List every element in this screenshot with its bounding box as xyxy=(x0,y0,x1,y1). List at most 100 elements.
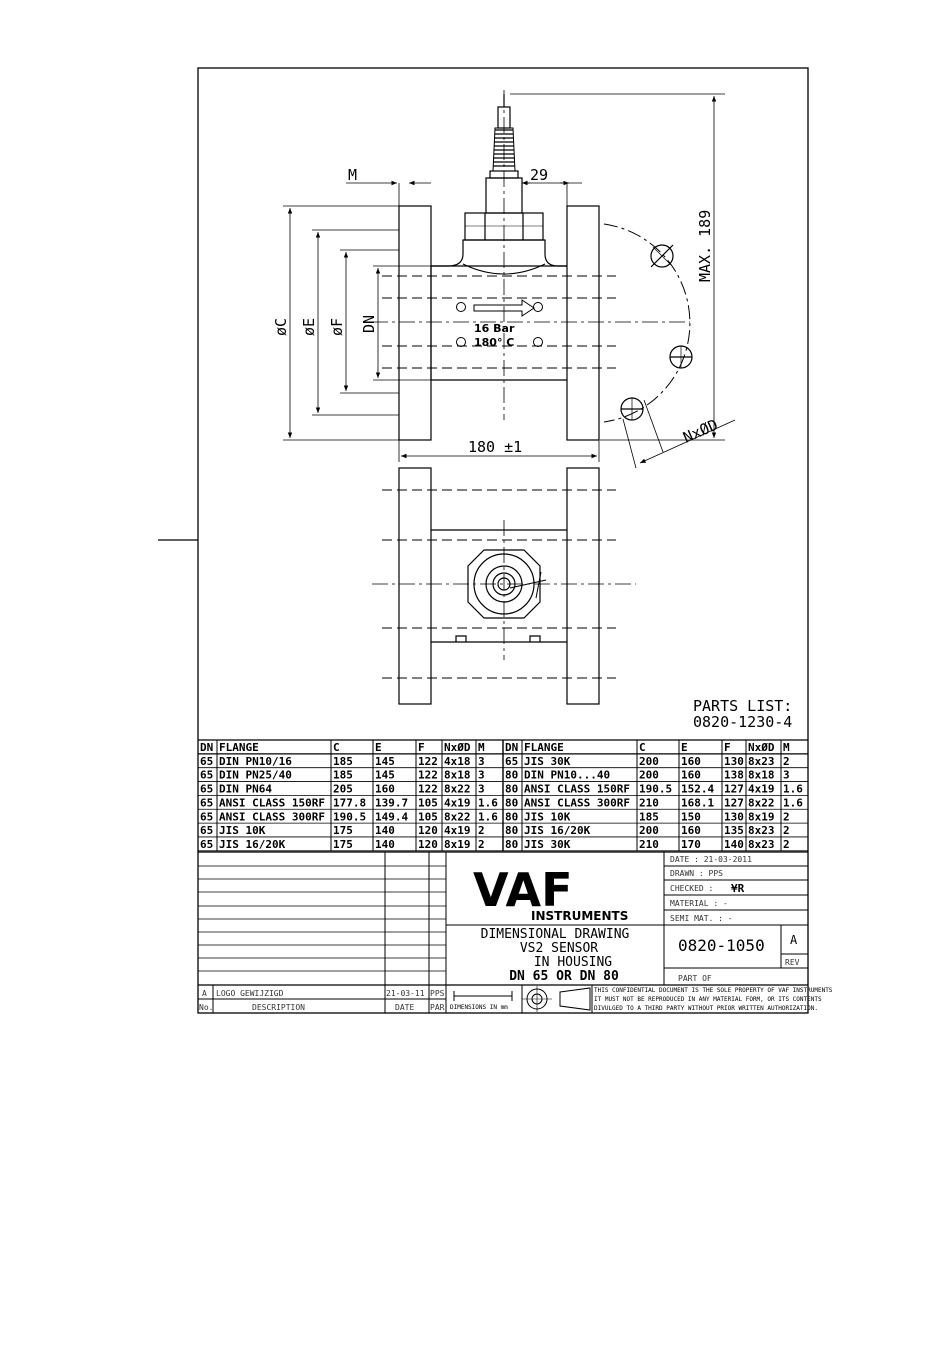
rev-label: REV xyxy=(785,958,800,967)
table-cell-flange: ANSI CLASS 150RF xyxy=(219,796,325,809)
temperature-rating: 180° C xyxy=(474,336,514,349)
confidential-line-3: DIVULGED TO A THIRD PARTY WITHOUT PRIOR … xyxy=(594,1005,818,1012)
title-line-2: VS2 SENSOR xyxy=(520,941,598,956)
table-cell-e2: 152.4 xyxy=(681,783,714,796)
table-cell-f2: 140 xyxy=(724,838,744,851)
table-cell-m: 3 xyxy=(478,769,485,782)
table-cell-nxd2: 8x23 xyxy=(748,824,775,837)
table-cell-flange2: JIS 16/20K xyxy=(524,824,591,837)
table-cell-flange2: DIN PN10...40 xyxy=(524,769,610,782)
table-cell-c2: 190.5 xyxy=(639,783,672,796)
table-cell-f2: 135 xyxy=(724,824,744,837)
table-cell-nxd2: 8x19 xyxy=(748,810,775,823)
date-field: DATE : 21-03-2011 xyxy=(670,855,752,864)
table-cell-e: 140 xyxy=(375,824,395,837)
table-cell-e: 149.4 xyxy=(375,810,408,823)
dim-phi-c-label: øC xyxy=(272,318,290,336)
table-cell-flange2: JIS 30K xyxy=(524,755,571,768)
table-cell-c2: 210 xyxy=(639,796,659,809)
table-cell-dn: 65 xyxy=(200,769,213,782)
title-line-3: IN HOUSING xyxy=(534,955,612,970)
parts-list-number: 0820-1230-4 xyxy=(693,713,792,731)
table-cell-nxd: 8x22 xyxy=(444,783,471,796)
table-cell-dn2: 80 xyxy=(505,783,518,796)
table-header-f2: F xyxy=(724,741,731,754)
table-cell-e: 160 xyxy=(375,783,395,796)
table-header-m2: M xyxy=(783,741,790,754)
table-cell-f: 122 xyxy=(418,769,438,782)
table-cell-m2: 1.6 xyxy=(783,783,803,796)
dim-phi-f-label: øF xyxy=(328,318,346,336)
table-cell-flange2: JIS 30K xyxy=(524,838,571,851)
rev-header-date: DATE xyxy=(395,1003,414,1012)
table-cell-m: 3 xyxy=(478,755,485,768)
part-of-label: PART OF xyxy=(678,974,712,983)
rev-header-no: No. xyxy=(199,1003,213,1012)
material-field: MATERIAL : - xyxy=(670,899,728,908)
table-cell-dn: 65 xyxy=(200,755,213,768)
dim-nxd-label: NxØD xyxy=(680,416,720,447)
table-cell-f2: 138 xyxy=(724,769,744,782)
title-line-1: DIMENSIONAL DRAWING xyxy=(481,927,630,942)
table-cell-m2: 2 xyxy=(783,838,790,851)
table-cell-c2: 200 xyxy=(639,755,659,768)
table-cell-c2: 210 xyxy=(639,838,659,851)
table-cell-m: 1.6 xyxy=(478,796,498,809)
revision-date: 21-03-11 xyxy=(386,989,425,998)
confidential-line-1: THIS CONFIDENTIAL DOCUMENT IS THE SOLE P… xyxy=(594,987,833,994)
logo: VAF xyxy=(473,863,573,917)
rev-value: A xyxy=(790,933,798,947)
revision-description: LOGO GEWIJZIGD xyxy=(216,989,284,998)
checked-signature: ¥R xyxy=(731,882,745,895)
table-cell-nxd2: 8x23 xyxy=(748,755,775,768)
table-cell-f2: 130 xyxy=(724,755,744,768)
table-header-flange: FLANGE xyxy=(219,741,259,754)
top-view xyxy=(372,467,636,705)
table-cell-nxd: 4x19 xyxy=(444,796,471,809)
table-header-nxd2: NxØD xyxy=(748,741,775,754)
table-cell-f: 122 xyxy=(418,755,438,768)
table-cell-m: 2 xyxy=(478,838,485,851)
table-cell-nxd: 8x22 xyxy=(444,810,471,823)
table-cell-f2: 130 xyxy=(724,810,744,823)
top-right-flange xyxy=(566,467,600,705)
rev-header-description: DESCRIPTION xyxy=(252,1003,305,1012)
table-cell-m2: 2 xyxy=(783,824,790,837)
table-cell-f2: 127 xyxy=(724,783,744,796)
table-cell-flange: JIS 16/20K xyxy=(219,838,286,851)
table-cell-flange: DIN PN10/16 xyxy=(219,755,292,768)
drawing-number: 0820-1050 xyxy=(678,936,765,955)
table-cell-c2: 185 xyxy=(639,810,659,823)
table-cell-c: 205 xyxy=(333,783,353,796)
table-cell-c2: 200 xyxy=(639,824,659,837)
table-cell-f: 122 xyxy=(418,783,438,796)
table-cell-m: 2 xyxy=(478,824,485,837)
checked-field: CHECKED : xyxy=(670,884,713,893)
table-cell-e2: 160 xyxy=(681,824,701,837)
top-left-flange xyxy=(398,467,432,705)
rev-header-par: PAR xyxy=(430,1003,445,1012)
logo-subtitle: INSTRUMENTS xyxy=(531,909,628,923)
table-cell-dn: 65 xyxy=(200,796,213,809)
table-cell-flange2: ANSI CLASS 300RF xyxy=(524,796,630,809)
table-cell-dn: 65 xyxy=(200,810,213,823)
table-header-f: F xyxy=(418,741,425,754)
table-cell-dn2: 80 xyxy=(505,824,518,837)
table-header-e2: E xyxy=(681,741,688,754)
table-cell-nxd2: 8x22 xyxy=(748,796,775,809)
table-cell-nxd2: 4x19 xyxy=(748,783,775,796)
table-cell-dn: 65 xyxy=(200,783,213,796)
dim-max189-label: MAX. 189 xyxy=(696,210,714,282)
table-cell-m2: 2 xyxy=(783,810,790,823)
table-header-nxd: NxØD xyxy=(444,741,471,754)
table-header-c: C xyxy=(333,741,340,754)
drawn-field: DRAWN : PPS xyxy=(670,869,723,878)
table-cell-e2: 150 xyxy=(681,810,701,823)
dim-phi-e-label: øE xyxy=(300,318,318,336)
table-cell-e: 140 xyxy=(375,838,395,851)
left-flange xyxy=(398,205,432,441)
table-cell-c: 175 xyxy=(333,838,353,851)
table-cell-f: 120 xyxy=(418,838,438,851)
table-cell-flange: DIN PN64 xyxy=(219,783,272,796)
